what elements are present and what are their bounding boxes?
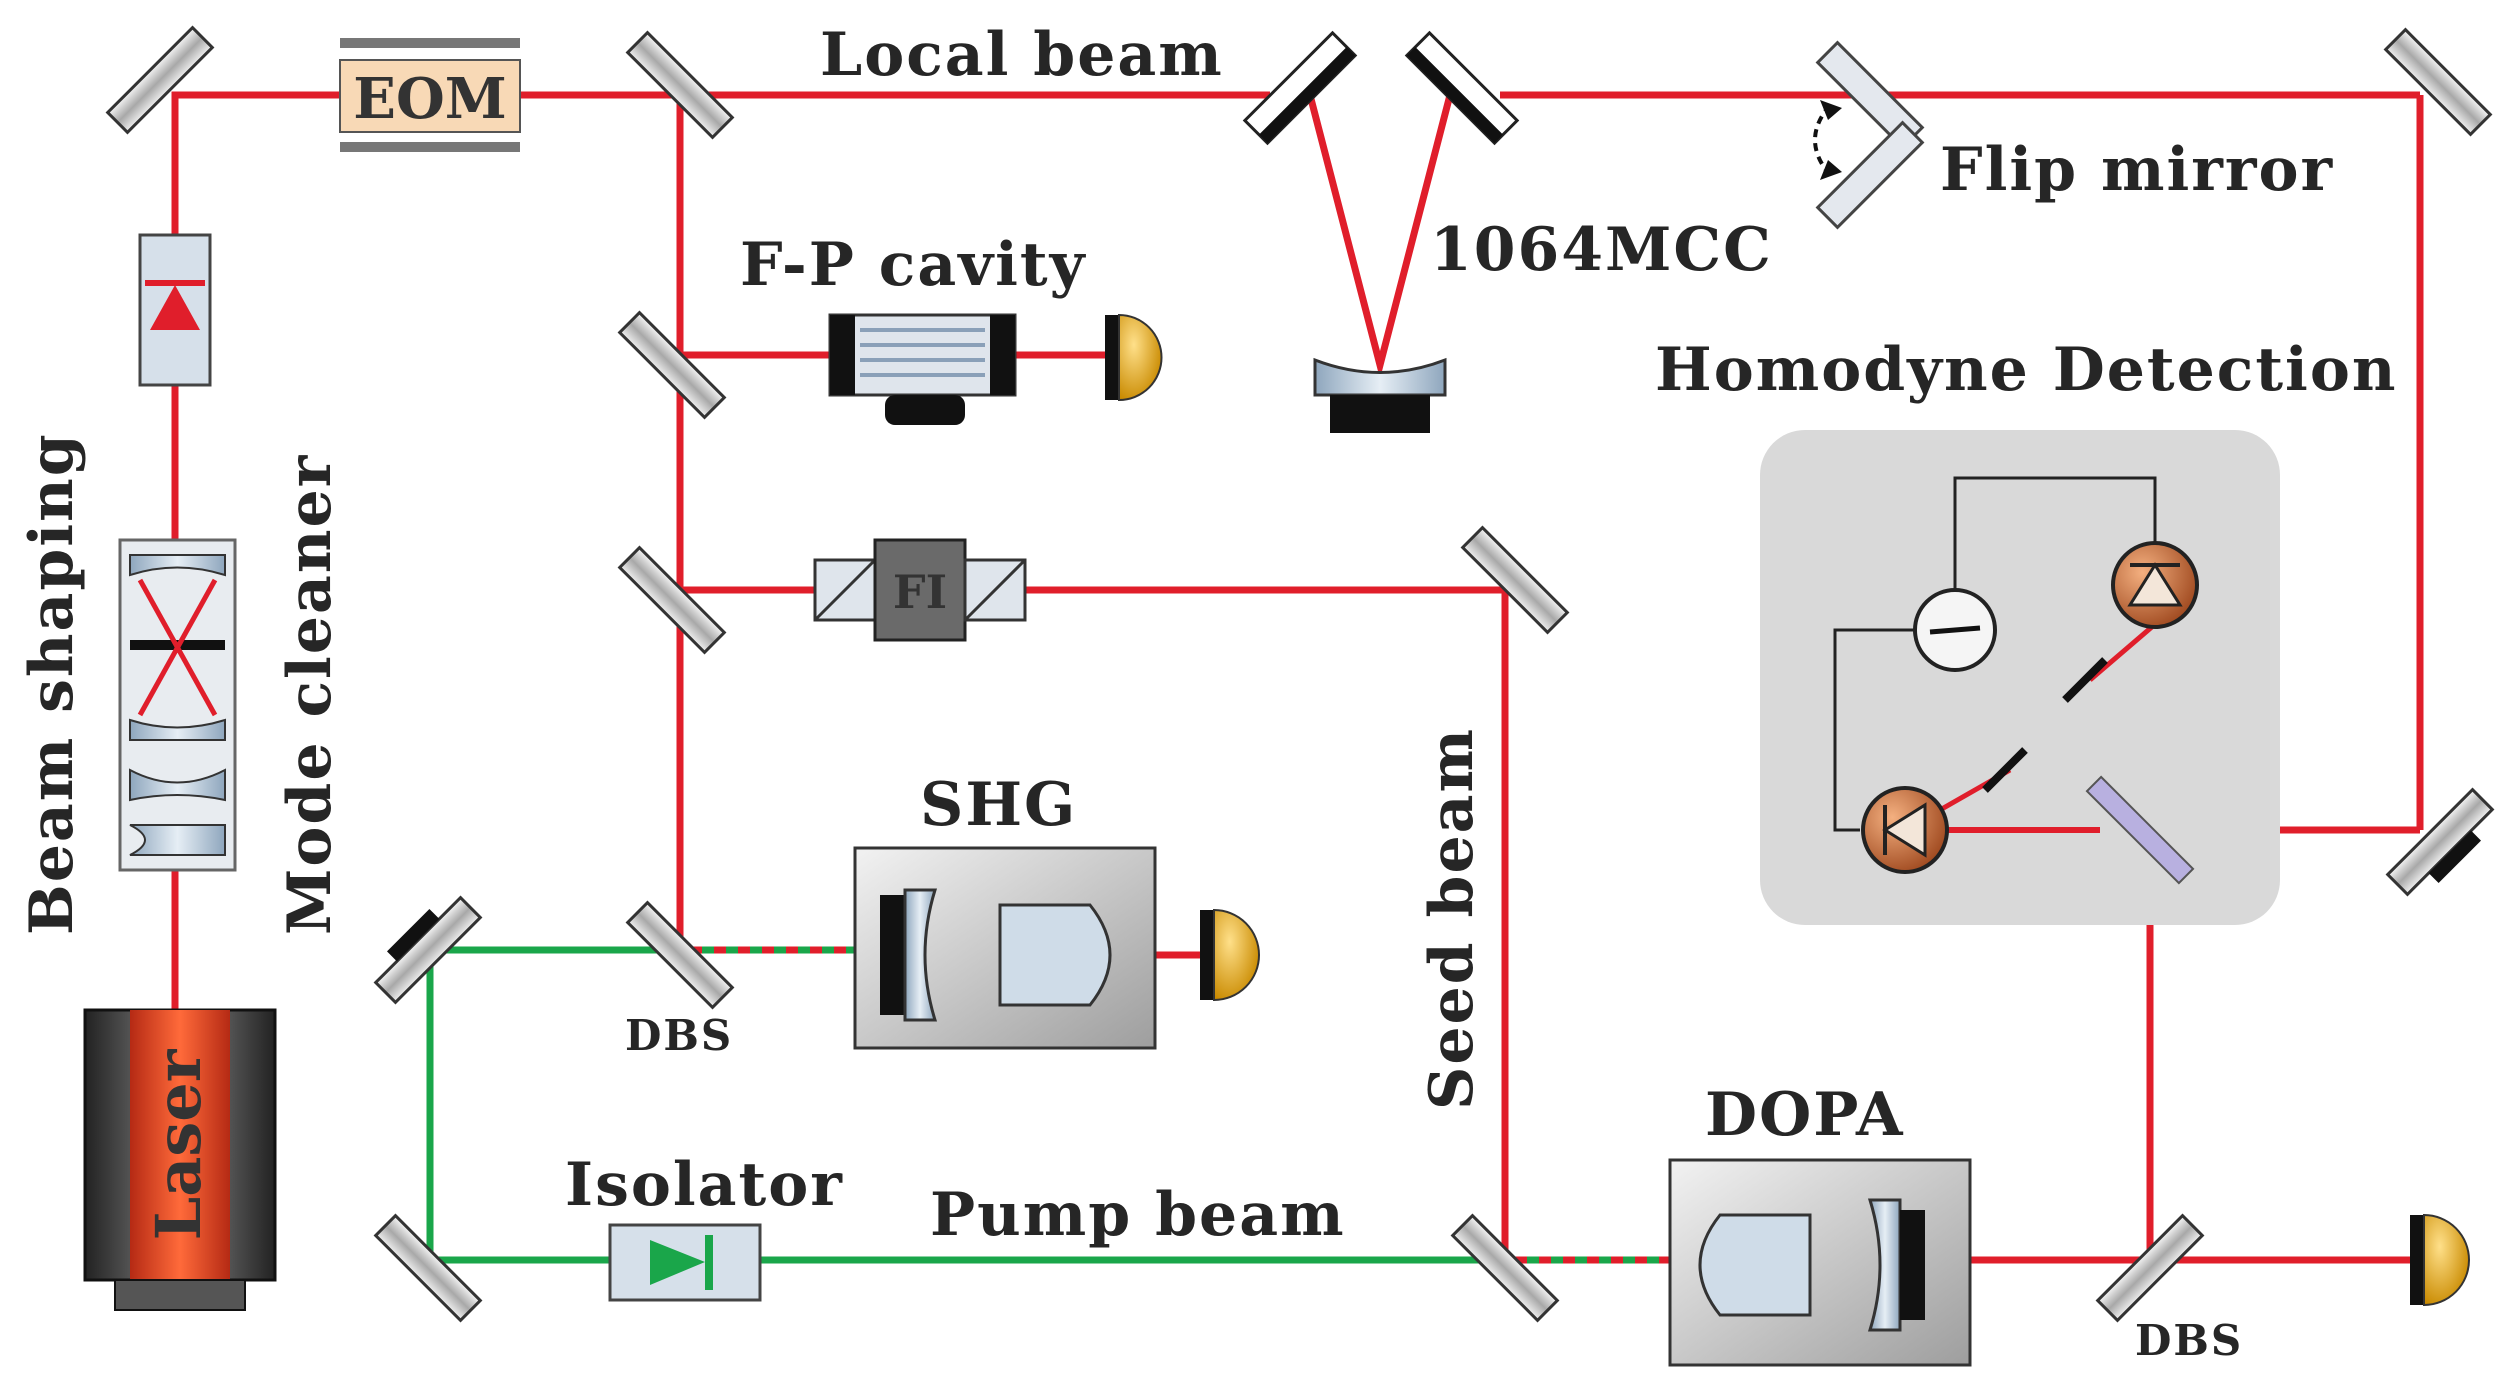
mirror-right-bottom [2385, 787, 2495, 897]
mirror-seed-bottom [1450, 1213, 1560, 1323]
flip-mirror [1813, 40, 1925, 230]
fp-cavity-label: F-P cavity [740, 230, 1087, 300]
mirror-dbs-right [2095, 1213, 2205, 1323]
mirror-green-bottom [373, 1213, 483, 1323]
isolator-pump-arrow-icon [650, 1240, 705, 1285]
shg-box [853, 846, 1157, 1050]
mirror-dbs-left [625, 900, 735, 1010]
mirror-top-right [2383, 27, 2493, 137]
detector-dopa [2410, 1213, 2470, 1307]
detector-shg [1200, 908, 1260, 1002]
eom: EOM [339, 38, 521, 152]
isolator-label: Isolator [565, 1150, 844, 1220]
mirror-green-top [373, 895, 483, 1005]
shg-label: SHG [920, 770, 1077, 840]
isolator-vertical [138, 233, 212, 387]
mode-cleaner-label: Mode cleaner [275, 454, 345, 935]
labels: Local beam Flip mirror 1064MCC F-P cavit… [17, 20, 2398, 1365]
mirror-fp [617, 310, 727, 420]
homodyne-label: Homodyne Detection [1655, 335, 2398, 405]
pump-beam-label: Pump beam [930, 1180, 1346, 1250]
mcc-curved-mirror [1313, 357, 1447, 433]
detector-fp [1105, 313, 1163, 402]
mirror-fi [617, 545, 727, 655]
mirrors [105, 25, 2495, 1323]
mirror-seed-top [1460, 525, 1570, 635]
fp-cavity [828, 313, 1017, 425]
laser-label: Laser [142, 1048, 215, 1240]
seed-beam-label: Seed beam [1417, 727, 1487, 1110]
dbs-left-label: DBS [625, 1011, 733, 1060]
homodyne-box [1760, 430, 2280, 925]
mirror-mcc-left [1242, 30, 1358, 146]
dopa-label: DOPA [1705, 1080, 1905, 1150]
eom-label: EOM [353, 66, 506, 132]
mcc-label: 1064MCC [1430, 215, 1773, 285]
faraday-isolator: FI [813, 538, 1027, 642]
laser: Laser [83, 1008, 277, 1311]
red-beam-mcc-triangle [1306, 94, 1454, 379]
local-beam-label: Local beam [820, 20, 1224, 90]
isolator-pump [608, 1223, 762, 1302]
subtractor-icon [1913, 588, 1997, 672]
beam-shaping-label: Beam shaping [17, 432, 87, 935]
mirror-mcc-right [1404, 30, 1520, 146]
photodiode-top-icon [2111, 541, 2199, 629]
isolator-arrow-icon [150, 285, 200, 330]
mirror-top-left [105, 25, 215, 135]
dbs-right-label: DBS [2135, 1316, 2243, 1365]
mirror-beam-splitter-top [625, 30, 735, 140]
dopa-box [1668, 1158, 1972, 1367]
green-beam-pump-loop [426, 946, 1505, 1264]
fi-label: FI [893, 565, 947, 619]
flip-mirror-label: Flip mirror [1940, 135, 2334, 205]
mode-cleaner [118, 538, 237, 872]
photodiode-bottom-icon [1861, 786, 1949, 874]
